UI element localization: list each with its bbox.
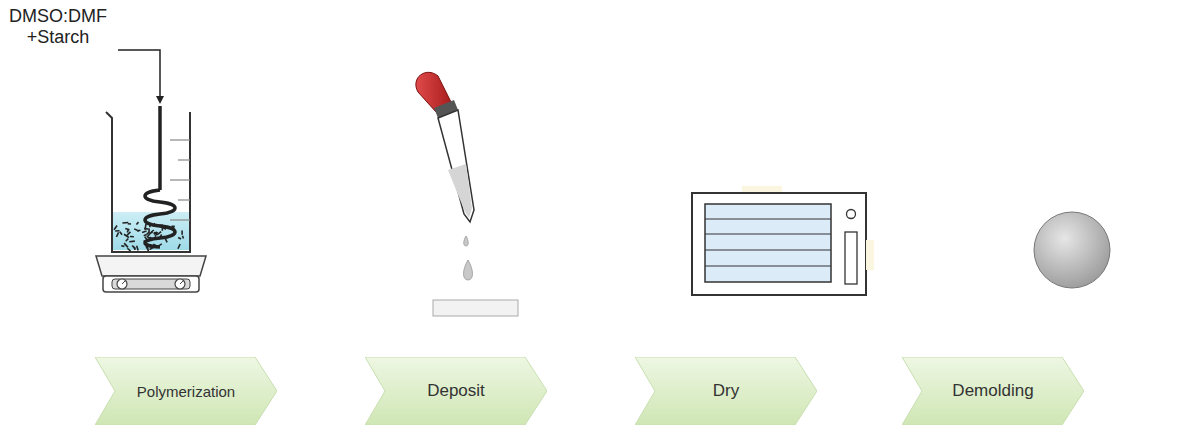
oven [692,186,874,295]
drop [464,236,473,280]
hotplate [96,256,206,292]
process-step: Dry [635,357,817,425]
stirrer [145,106,175,247]
substrate [433,300,518,316]
step-label: Polymerization [137,383,235,400]
beaker [106,112,190,253]
process-step: Deposit [365,357,547,425]
step-label: Dry [713,381,739,401]
pipette [416,72,474,222]
reagent-label: DMSO:DMF +Starch [2,6,114,47]
step-label: Deposit [427,381,485,401]
step-label: Demolding [952,381,1033,401]
film-disk [1034,212,1110,288]
feed-arrow [118,50,164,104]
process-step: Demolding [902,357,1084,425]
process-step: Polymerization [95,357,277,425]
